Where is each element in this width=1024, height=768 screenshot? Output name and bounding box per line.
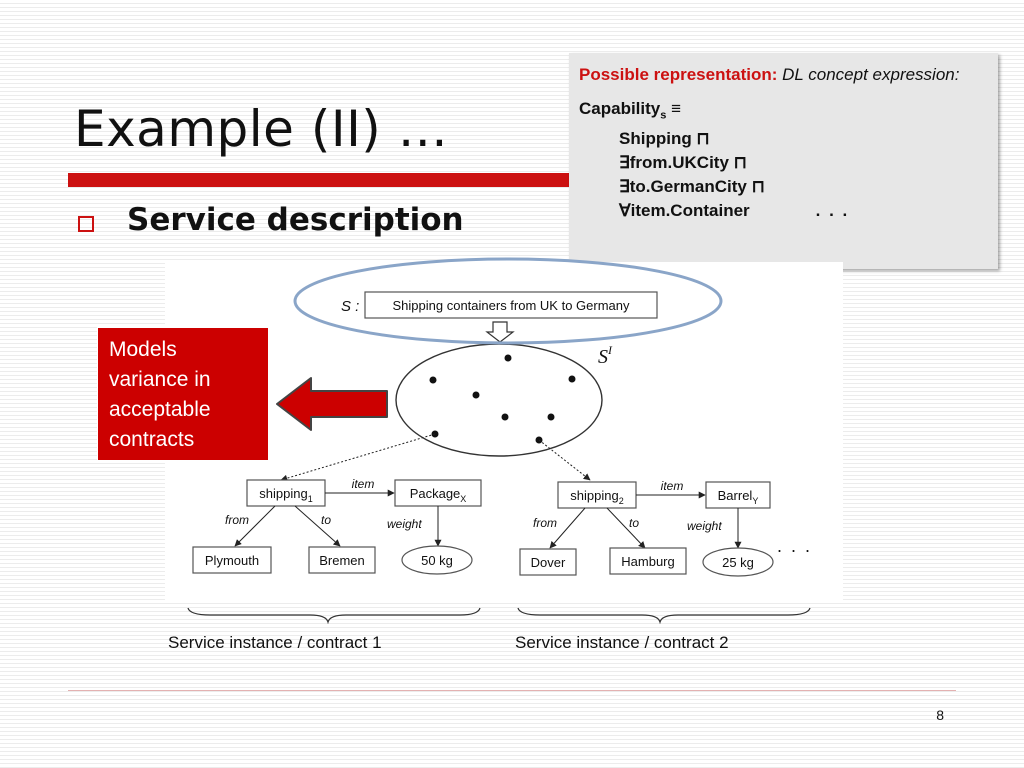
to-city-label-1: Bremen xyxy=(319,553,365,568)
footer-divider xyxy=(68,690,956,691)
brace-contract-1 xyxy=(187,607,481,624)
s-definition-text: Shipping containers from UK to Germany xyxy=(393,298,630,313)
from-city-node-2 xyxy=(519,548,577,576)
weight-edge-label-2: weight xyxy=(687,519,722,533)
variance-callout: Models variance in acceptable contracts xyxy=(97,327,269,461)
set-member-dot xyxy=(504,354,512,362)
representation-panel: Possible representation: DL concept expr… xyxy=(569,53,998,269)
item-edge-label-2: item xyxy=(661,479,684,493)
set-member-dot xyxy=(568,375,576,383)
item-edge-label-1: item xyxy=(352,477,375,491)
shipping2-label: shipping2 xyxy=(570,488,623,506)
expression-line-last: ∀item.Container . . . xyxy=(579,199,988,223)
from-edge-label-2: from xyxy=(533,516,557,530)
weight-node-1 xyxy=(401,545,473,575)
from-city-label-2: Dover xyxy=(531,555,566,570)
diagram-ellipsis: . . . xyxy=(777,536,812,556)
to-edge-2 xyxy=(606,507,646,549)
service-diagram: S : Shipping containers from UK to Germa… xyxy=(165,262,843,602)
down-arrow-icon xyxy=(485,321,515,343)
expression-line: Shipping ⊓ xyxy=(619,129,710,149)
contract-2-caption: Service instance / contract 2 xyxy=(515,633,729,652)
expression-line-text: ∀item.Container xyxy=(619,201,750,221)
package-label: PackageX xyxy=(410,486,467,504)
to-city-label-2: Hamburg xyxy=(621,554,674,569)
left-arrow-icon xyxy=(276,377,388,431)
set-member-dot xyxy=(472,391,480,399)
representation-header: Possible representation: DL concept expr… xyxy=(579,62,988,88)
representation-label: Possible representation: xyxy=(579,65,778,84)
from-edge-1 xyxy=(234,505,276,547)
weight-node-2 xyxy=(702,547,774,577)
set-member-dot xyxy=(429,376,437,384)
expression-line: ∃to.GermanCity ⊓ xyxy=(619,177,765,197)
capability-equivalence: ≡ xyxy=(671,99,682,118)
representation-description: DL concept expression: xyxy=(782,65,960,84)
shipping1-label: shipping1 xyxy=(259,486,312,504)
from-city-node-1 xyxy=(192,546,272,574)
set-label: SI xyxy=(598,343,613,368)
capability-line: Capabilitys ≡ xyxy=(579,97,988,127)
to-city-node-2 xyxy=(609,547,687,575)
contract-1-caption: Service instance / contract 1 xyxy=(168,633,382,652)
square-bullet-icon xyxy=(78,216,94,232)
instance-link-2 xyxy=(538,439,591,481)
s-definition-box xyxy=(364,291,658,319)
shipping2-node xyxy=(557,481,637,509)
to-city-node-1 xyxy=(308,546,376,574)
page-number: 8 xyxy=(936,707,944,723)
slide-title: Example (II) … xyxy=(74,100,449,158)
from-city-label-1: Plymouth xyxy=(205,553,259,568)
weight-value-2: 25 kg xyxy=(722,555,754,570)
capability-subscript: s xyxy=(660,109,667,122)
to-edge-1 xyxy=(294,505,341,547)
to-edge-label-1: to xyxy=(321,513,331,527)
bullet-heading: Service description xyxy=(127,202,464,238)
title-underline-bar xyxy=(68,173,578,187)
instance-link-1 xyxy=(280,433,436,482)
barrel-label: BarrelY xyxy=(718,488,759,506)
from-edge-label-1: from xyxy=(225,513,249,527)
capability-name: Capability xyxy=(579,99,661,118)
weight-value-1: 50 kg xyxy=(421,553,453,568)
interpretation-set xyxy=(395,343,603,457)
s-label: S : xyxy=(341,298,359,315)
to-edge-label-2: to xyxy=(629,516,639,530)
expression-line: ∃from.UKCity ⊓ xyxy=(619,153,747,173)
set-member-dot xyxy=(547,413,555,421)
highlight-oval xyxy=(293,257,723,345)
barrel-node xyxy=(705,481,771,509)
set-member-dot xyxy=(501,413,509,421)
weight-edge-label-1: weight xyxy=(387,517,422,531)
from-edge-2 xyxy=(549,507,586,549)
expression-ellipsis: . . . xyxy=(815,201,850,221)
contract-braces xyxy=(187,607,811,624)
brace-contract-2 xyxy=(517,607,811,624)
